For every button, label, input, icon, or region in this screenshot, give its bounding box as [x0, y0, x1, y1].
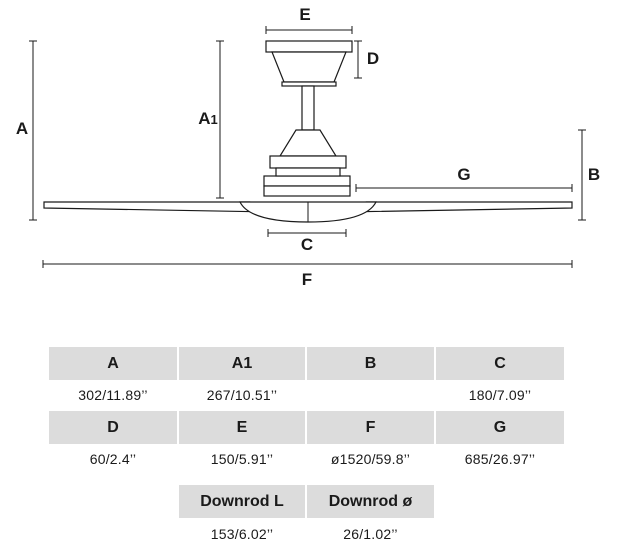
- label-a: A: [16, 119, 28, 138]
- dimension-b: B: [578, 129, 600, 221]
- header-e: E: [179, 411, 305, 444]
- dimension-f: F: [42, 260, 573, 289]
- dimension-g: G: [355, 165, 573, 192]
- value-c: 180/7.09’’: [468, 387, 532, 403]
- value-a: 302/11.89’’: [78, 387, 148, 403]
- value-a1: 267/10.51’’: [206, 387, 278, 403]
- label-d: D: [367, 49, 379, 68]
- dimension-c: C: [267, 229, 347, 254]
- value-e: 150/5.91’’: [210, 451, 274, 467]
- header-f: F: [307, 411, 434, 444]
- ceiling-canopy: [265, 40, 353, 87]
- header-a1: A1: [179, 347, 305, 380]
- header-d: D: [49, 411, 177, 444]
- value-g: 685/26.97’’: [464, 451, 536, 467]
- header-c: C: [436, 347, 564, 380]
- downrod: [301, 85, 315, 131]
- value-d: 60/2.4’’: [89, 451, 137, 467]
- value-f: ø1520/59.8’’: [330, 451, 411, 467]
- dimension-d: D: [354, 40, 379, 79]
- header-downrod-length: Downrod L: [179, 485, 305, 518]
- fan-blades: [43, 201, 573, 223]
- motor-housing: [263, 129, 351, 197]
- header-downrod-diameter: Downrod ø: [307, 485, 434, 518]
- label-f: F: [302, 270, 312, 289]
- header-g: G: [436, 411, 564, 444]
- value-downrod-diameter: 26/1.02’’: [343, 526, 398, 542]
- dimension-a: A: [16, 40, 37, 221]
- value-downrod-length: 153/6.02’’: [210, 526, 274, 542]
- value-b: [307, 383, 434, 407]
- label-a1: A1: [198, 109, 218, 128]
- fan-dimension-diagram: E D A A1 G B C: [16, 5, 600, 289]
- header-b: B: [307, 347, 434, 380]
- label-g: G: [457, 165, 470, 184]
- label-b: B: [588, 165, 600, 184]
- dimension-e: E: [265, 5, 353, 34]
- label-c: C: [301, 235, 313, 254]
- header-a: A: [49, 347, 177, 380]
- label-e: E: [299, 5, 310, 24]
- dimension-a1: A1: [198, 40, 224, 199]
